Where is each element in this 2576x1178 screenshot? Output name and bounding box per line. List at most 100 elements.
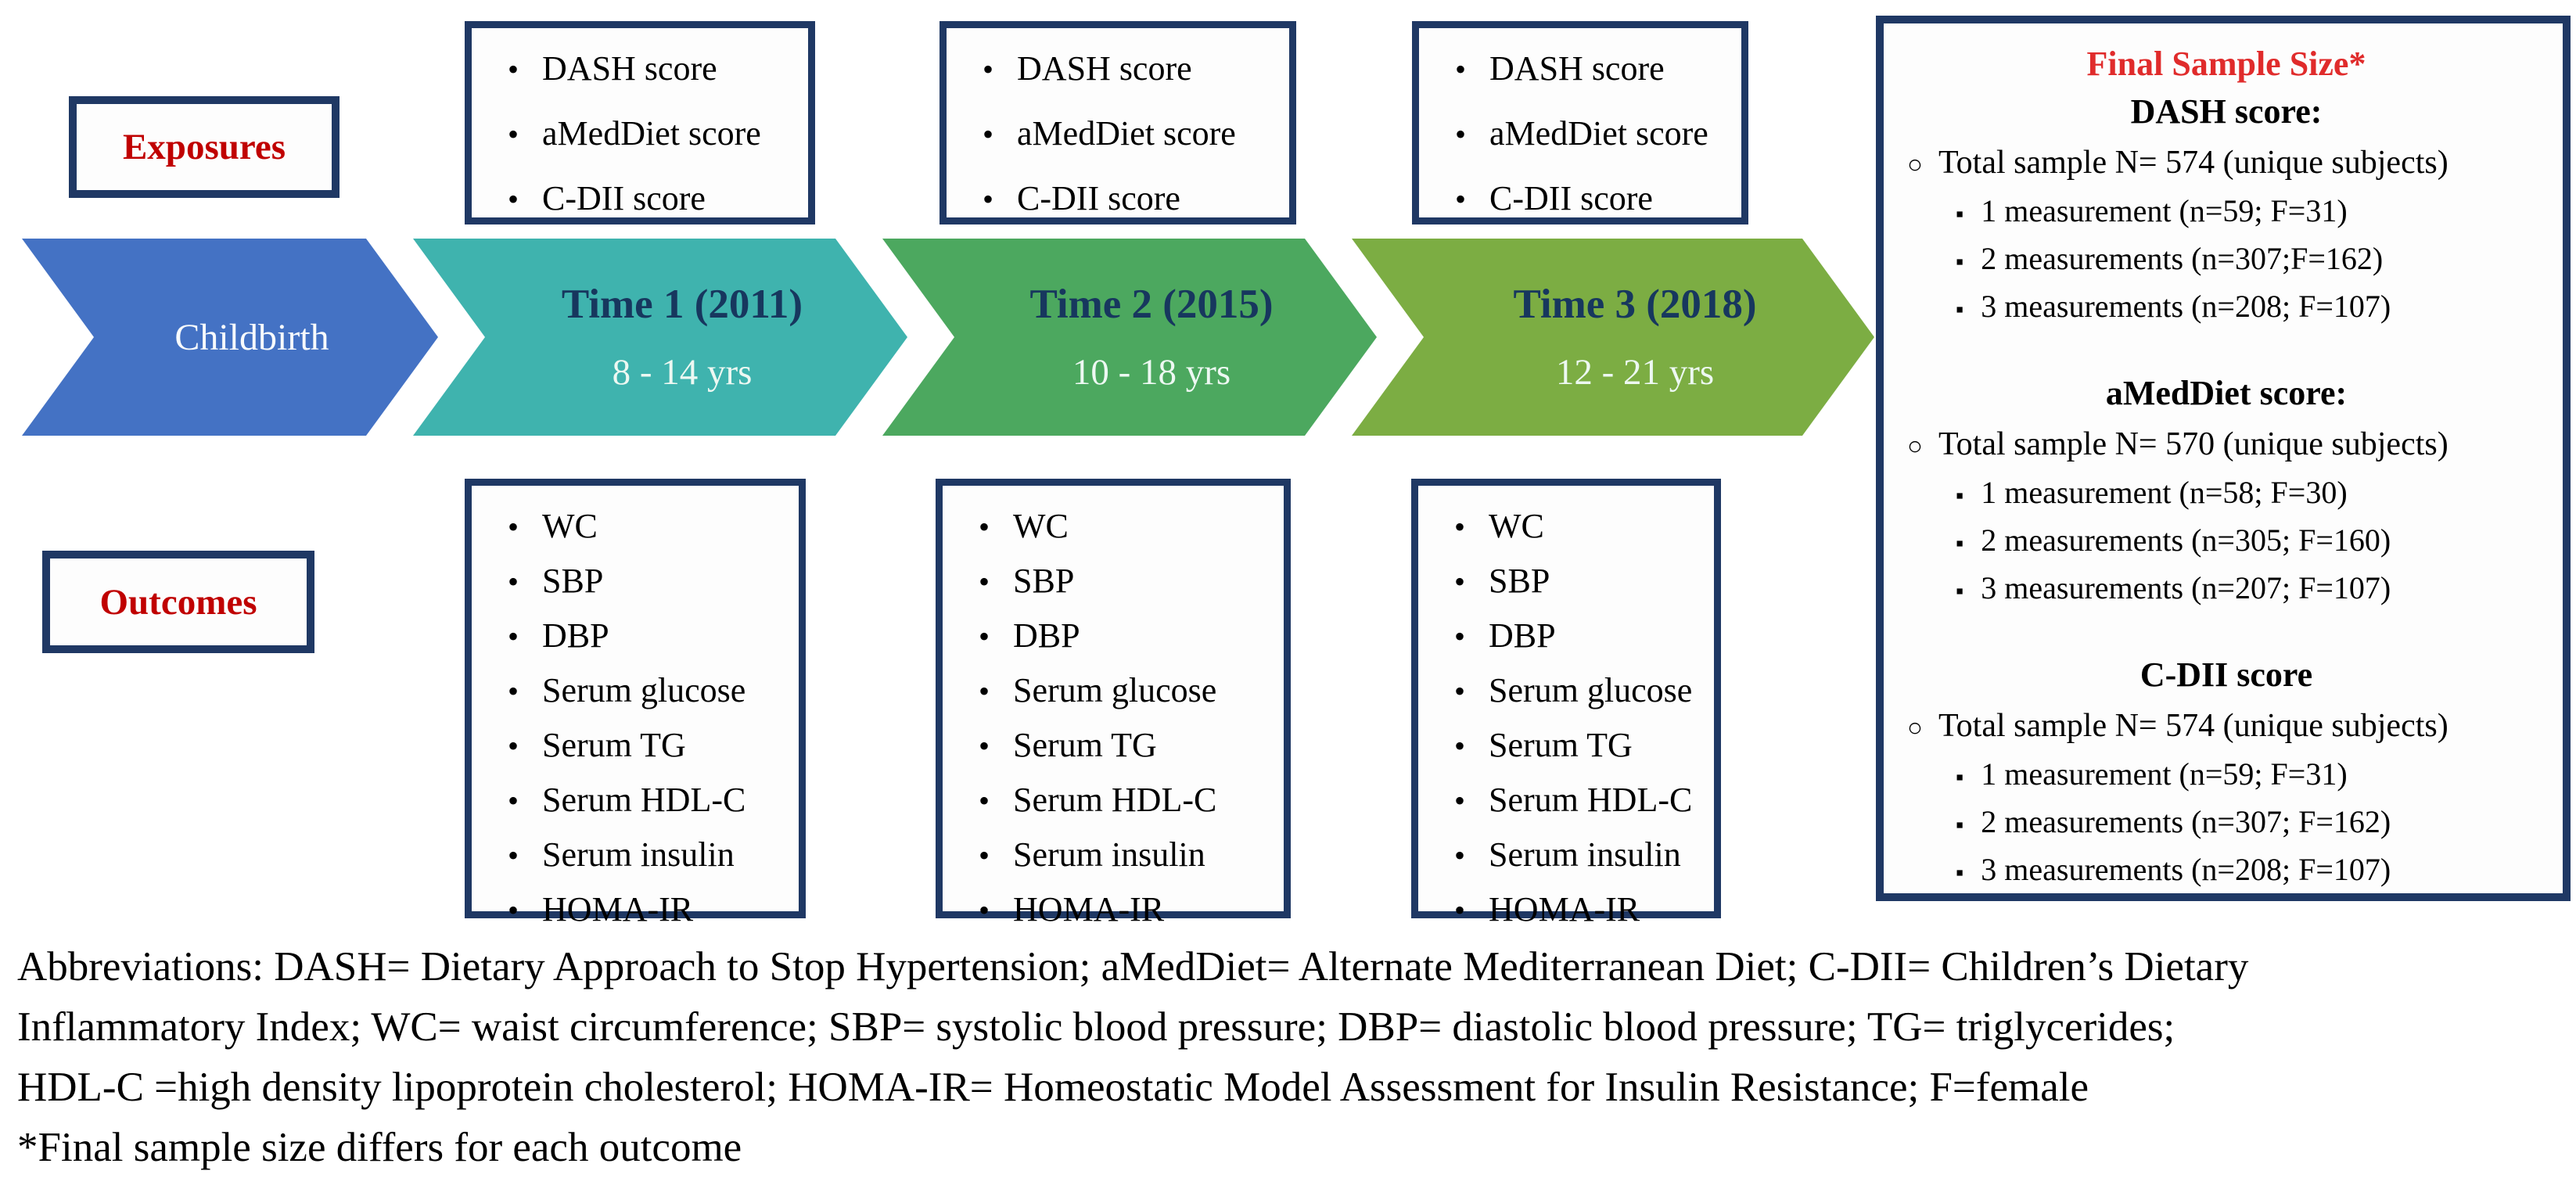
bullet-icon: • [508, 673, 519, 709]
list-item: •DBP [508, 616, 791, 655]
outcome-item-label: Serum insulin [1489, 835, 1681, 874]
outcome-item-label: Serum HDL-C [1013, 781, 1217, 819]
bullet-icon: • [1454, 783, 1466, 818]
exposure-item-label: DASH score [1489, 49, 1665, 88]
list-item: •aMedDiet score [983, 113, 1281, 153]
bullet-icon: • [979, 728, 990, 763]
bullet-icon: • [508, 838, 519, 873]
measurement-line: ▪ 1 measurement (n=59; F=31) [1956, 756, 2549, 792]
bullet-icon: • [1455, 52, 1467, 87]
outcomes-box-time-1: •WC •SBP •DBP •Serum glucose •Serum TG •… [465, 479, 806, 928]
outcome-item-label: Serum HDL-C [1489, 781, 1693, 819]
bullet-icon: • [983, 181, 994, 217]
list-item: •HOMA-IR [1454, 889, 1706, 929]
outcome-item-label: WC [542, 507, 598, 545]
outcome-item-label: Serum insulin [542, 835, 735, 874]
bullet-icon: • [1454, 509, 1466, 544]
measurement-text: 2 measurements (n=307;F=162) [1981, 241, 2384, 276]
outcomes-label-box: Outcomes [42, 551, 314, 653]
footnote-line: HDL-C =high density lipoprotein choleste… [17, 1065, 2089, 1110]
list-item: •C-DII score [1455, 178, 1734, 218]
chevron-time-1-title: Time 1 (2011) [561, 282, 803, 327]
exposures-box-time-3: • DASH score • aMedDiet score •C-DII score [1412, 21, 1748, 224]
bullet-icon: • [1454, 564, 1466, 599]
bullet-icon: • [508, 117, 519, 152]
list-item: • DBP [979, 616, 1276, 655]
final-section-cdii: C-DII score ○ Total sample N= 574 (uniqu… [1904, 655, 2549, 888]
exposure-item-label: aMedDiet score [1017, 114, 1236, 153]
list-item: • SBP [979, 561, 1276, 601]
list-item: •Serum HDL-C [508, 780, 791, 820]
square-bullet-icon: ▪ [1956, 202, 1964, 227]
bullet-icon: • [979, 509, 990, 544]
list-item: •DASH score [508, 48, 800, 88]
outcome-item-label: DBP [1013, 616, 1080, 655]
footnote: Abbreviations: DASH= Dietary Approach to… [17, 937, 2567, 1178]
square-bullet-icon: ▪ [1956, 297, 1964, 322]
exposure-item-label: aMedDiet score [542, 114, 761, 153]
bullet-icon: • [1454, 838, 1466, 873]
bullet-icon: • [1454, 673, 1466, 709]
exposure-item-label: aMedDiet score [1489, 114, 1708, 153]
outcome-item-label: Serum glucose [1013, 671, 1217, 709]
bullet-icon: • [979, 564, 990, 599]
list-item: • Serum insulin [1454, 835, 1706, 875]
list-item: •Serum TG [979, 725, 1276, 765]
measurement-line: ▪ 1 measurement (n=58; F=30) [1956, 474, 2549, 511]
outcome-item-label: Serum TG [1489, 726, 1633, 764]
outcome-item-label: Serum TG [542, 726, 686, 764]
chevron-childbirth-label: Childbirth [174, 316, 329, 358]
final-sample-title: Final Sample Size* [2086, 45, 2366, 83]
square-bullet-icon: ▪ [1956, 531, 1964, 556]
bullet-icon: • [508, 52, 519, 87]
bullet-icon: • [508, 892, 519, 928]
square-bullet-icon: ▪ [1956, 813, 1964, 838]
list-item: • Serum HDL-C [1454, 780, 1706, 820]
total-sample-text: Total sample N= 574 (unique subjects) [1938, 708, 2448, 744]
final-section-ameddiet: aMedDiet score: ○ Total sample N= 570 (u… [1904, 373, 2549, 606]
bullet-icon: • [979, 673, 990, 709]
measurement-line: ▪ 2 measurements (n=307;F=162) [1956, 240, 2549, 277]
footnote-line: *Final sample size differs for each outc… [17, 1125, 742, 1170]
total-sample-line: ○ Total sample N= 574 (unique subjects) [1904, 707, 2549, 745]
bullet-icon: • [979, 892, 990, 928]
bullet-icon: • [508, 783, 519, 818]
chevron-time-2-age-range: 10 - 18 yrs [1072, 352, 1231, 393]
outcome-item-label: SBP [542, 562, 604, 600]
final-section-heading: aMedDiet score: [2105, 374, 2348, 412]
outcome-item-label: Serum glucose [542, 671, 746, 709]
measurement-text: 3 measurements (n=208; F=107) [1981, 289, 2391, 324]
list-item: •SBP [508, 561, 791, 601]
footnote-line: Inflammatory Index; WC= waist circumfere… [17, 1004, 2175, 1050]
list-item: •DASH score [983, 48, 1281, 88]
measurement-text: 1 measurement (n=59; F=31) [1981, 193, 2348, 228]
final-section-heading: C-DII score [2139, 655, 2313, 694]
outcome-item-label: SBP [1013, 562, 1075, 600]
bullet-icon: • [1454, 619, 1466, 654]
square-bullet-icon: ▪ [1956, 765, 1964, 790]
total-sample-text: Total sample N= 574 (unique subjects) [1938, 145, 2448, 181]
outcome-item-label: DBP [1489, 616, 1556, 655]
total-sample-text: Total sample N= 570 (unique subjects) [1938, 426, 2448, 462]
exposure-list: •DASH score •aMedDiet score • C-DII score [983, 48, 1281, 218]
exposures-box-time-1: •DASH score • aMedDiet score • C-DII score [465, 21, 815, 224]
bullet-icon: • [979, 838, 990, 873]
bullet-icon: • [1455, 181, 1467, 217]
outcome-item-label: HOMA-IR [1013, 890, 1165, 928]
list-item: •Serum HDL-C [979, 780, 1276, 820]
list-item: • DASH score [1455, 48, 1734, 88]
outcome-item-label: DBP [542, 616, 609, 655]
list-item: •WC [508, 506, 791, 546]
list-item: •WC [979, 506, 1276, 546]
measurement-line: ▪ 3 measurements (n=208; F=107) [1956, 851, 2549, 888]
bullet-icon: • [979, 619, 990, 654]
list-item: • HOMA-IR [979, 889, 1276, 929]
bullet-icon: • [1455, 117, 1467, 152]
exposure-item-label: C-DII score [542, 179, 706, 217]
list-item: • DBP [1454, 616, 1706, 655]
outcome-item-label: WC [1489, 507, 1544, 545]
exposure-item-label: C-DII score [1017, 179, 1180, 217]
list-item: •Serum glucose [1454, 670, 1706, 710]
outcome-item-label: HOMA-IR [1489, 890, 1640, 928]
